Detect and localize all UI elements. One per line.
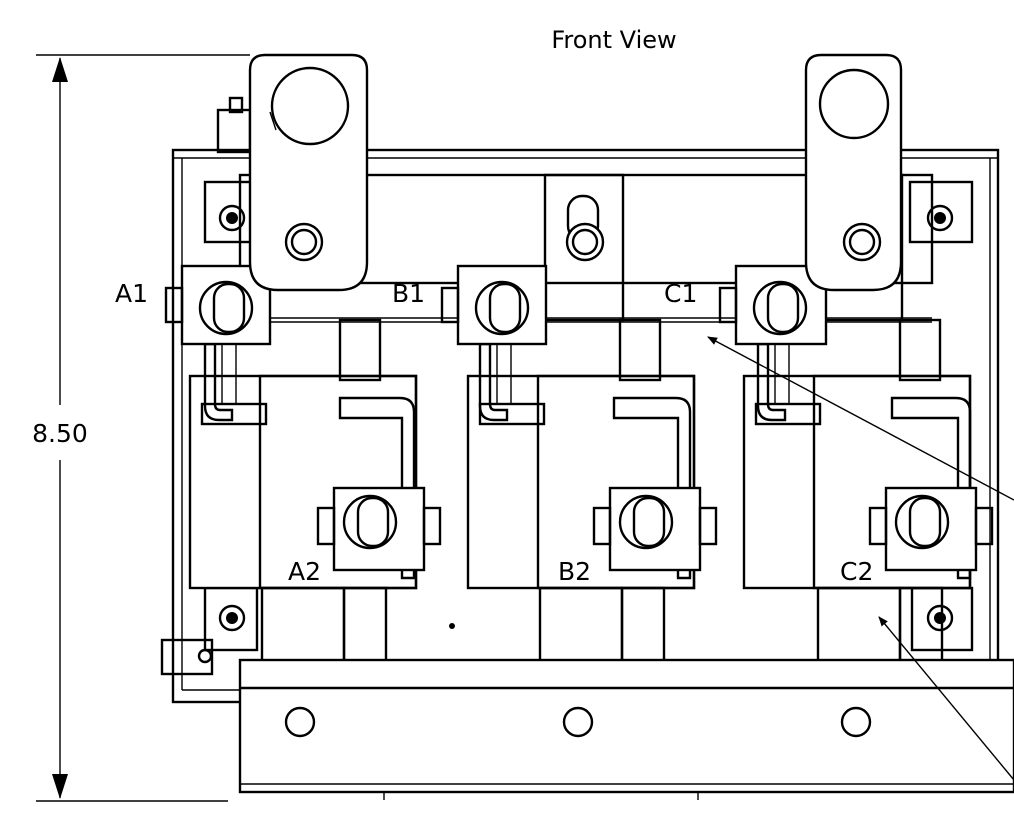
busbar-tab-left xyxy=(248,53,369,292)
terminal-label-a2: A2 xyxy=(288,557,321,586)
pole-b-lower-lug xyxy=(592,486,718,572)
terminal-label-b1: B1 xyxy=(392,279,425,308)
height-dimension-value: 8.50 xyxy=(32,419,88,448)
terminal-label-a1: A1 xyxy=(115,279,148,308)
terminal-label-c2: C2 xyxy=(840,557,873,586)
view-title: Front View xyxy=(551,26,676,54)
height-dimension: 8.50 xyxy=(32,54,250,802)
terminal-label-c1: C1 xyxy=(664,279,697,308)
frame-screws xyxy=(218,204,954,632)
busbar-tab-right xyxy=(804,53,903,292)
pole-c-lower-lug xyxy=(868,486,994,572)
bottom-mounting-bar xyxy=(238,658,1014,800)
terminal-label-b2: B2 xyxy=(558,557,591,586)
leader-lines xyxy=(707,336,1014,781)
pole-b-upper-lug xyxy=(440,264,548,422)
pole-a-lower-lug xyxy=(316,486,442,572)
